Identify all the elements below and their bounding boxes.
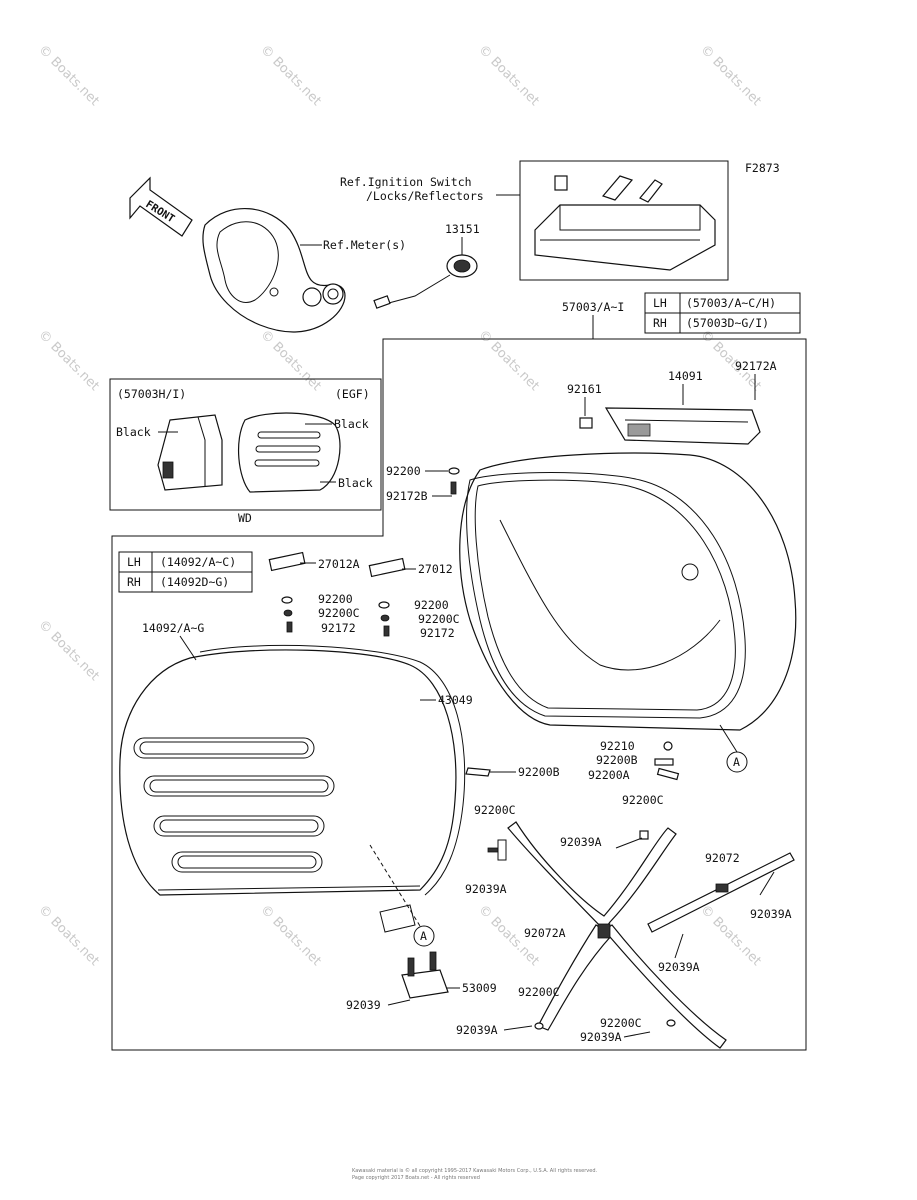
- assembly-side-table: LH (57003/A~C/H) RH (57003D~G/I): [644, 292, 801, 334]
- fairing-illustration: [202, 207, 346, 333]
- lid-table-side: RH: [127, 575, 141, 589]
- assembly-table-code: (57003/A~C/H): [686, 296, 776, 310]
- fasteners-left: [281, 596, 293, 633]
- watermark: © Boats.net: [697, 42, 764, 109]
- power-socket-13151: [373, 254, 478, 309]
- part-label-92039a-f: 92039A: [580, 1030, 622, 1044]
- callout-a-left: [413, 925, 435, 947]
- part-label-92161: 92161: [567, 382, 602, 396]
- footer-line-2: Page copyright 2017 Boats.net - All righ…: [352, 1175, 480, 1181]
- part-92161: [579, 417, 593, 429]
- watermark: © Boats.net: [35, 617, 102, 684]
- part-label-92200b-right: 92200B: [596, 753, 638, 767]
- footer-line-1: Kawasaki material is © all copyright 199…: [352, 1167, 597, 1174]
- part-label-92072a: 92072A: [524, 926, 566, 940]
- watermark: © Boats.net: [475, 327, 542, 394]
- watermark: © Boats.net: [257, 327, 324, 394]
- part-label-14092: 14092/A~G: [142, 621, 204, 635]
- part-label-92200b-center: 92200B: [518, 765, 560, 779]
- lid-table-code: (14092/A~C): [160, 555, 236, 569]
- inset-header-left: (57003H/I): [117, 387, 186, 401]
- hinge-plate-27012a: [268, 551, 306, 572]
- part-label-92200c-left: 92200C: [318, 606, 360, 620]
- callout-a-label: A: [733, 755, 740, 769]
- saddlebag-lid: [119, 644, 466, 933]
- part-label-92200c-c: 92200C: [518, 985, 560, 999]
- inset-caption: WD: [238, 511, 252, 525]
- watermark: © Boats.net: [35, 902, 102, 969]
- saddlebag-case: [459, 452, 797, 731]
- hinge-plate-27012: [368, 557, 406, 578]
- inset-black-right-bottom: Black: [338, 476, 373, 490]
- watermark: © Boats.net: [475, 42, 542, 109]
- part-label-92039a-e: 92039A: [456, 1023, 498, 1037]
- part-label-27012a: 27012A: [318, 557, 360, 571]
- part-label-92200-top: 92200: [386, 464, 421, 478]
- watermark: © Boats.net: [257, 42, 324, 109]
- inset-header-right: (EGF): [335, 387, 370, 401]
- retaining-straps: [507, 821, 795, 1049]
- part-label-92200-left: 92200: [318, 592, 353, 606]
- ignition-reference-box: [519, 160, 729, 281]
- strap-fasteners: [487, 830, 775, 959]
- inset-black-right-top: Black: [334, 417, 369, 431]
- figure-code: F2873: [745, 161, 780, 175]
- part-label-92200c-a: 92200C: [474, 803, 516, 817]
- part-label-92172-left: 92172: [321, 621, 356, 635]
- lid-table-code: (14092D~G): [160, 575, 229, 589]
- ref-meter-label: Ref.Meter(s): [323, 238, 406, 252]
- assembly-label: 57003/A~I: [562, 300, 624, 314]
- lid-table-side: LH: [127, 555, 141, 569]
- watermark: © Boats.net: [35, 327, 102, 394]
- inset-black-left: Black: [116, 425, 151, 439]
- part-label-92172-right: 92172: [420, 626, 455, 640]
- part-label-92039a-d: 92039A: [658, 960, 700, 974]
- part-label-92039a-c: 92039A: [750, 907, 792, 921]
- part-label-92210: 92210: [600, 739, 635, 753]
- part-label-92200c-d: 92200C: [600, 1016, 642, 1030]
- ignition-assembly: [534, 175, 716, 271]
- part-label-92200c-right: 92200C: [418, 612, 460, 626]
- part-label-92039a-b: 92039A: [465, 882, 507, 896]
- ref-ignition-line1: Ref.Ignition Switch: [340, 175, 472, 189]
- part-label-53009: 53009: [462, 981, 497, 995]
- part-label-43049: 43049: [438, 693, 473, 707]
- part-label-92072: 92072: [705, 851, 740, 865]
- watermark: © Boats.net: [257, 902, 324, 969]
- case-handle-14091: [604, 407, 761, 445]
- part-label-92200a: 92200A: [588, 768, 630, 782]
- part-label-13151: 13151: [445, 222, 480, 236]
- assembly-table-code: (57003D~G/I): [686, 316, 769, 330]
- ref-ignition-line2: /Locks/Reflectors: [366, 189, 484, 203]
- part-label-92200c-b: 92200C: [622, 793, 664, 807]
- part-label-92172a: 92172A: [735, 359, 777, 373]
- bracket-53009: [401, 951, 449, 999]
- callout-a-label: A: [420, 929, 427, 943]
- part-label-14091: 14091: [668, 369, 703, 383]
- part-label-92172b: 92172B: [386, 489, 428, 503]
- part-label-92200-right: 92200: [414, 598, 449, 612]
- part-label-27012: 27012: [418, 562, 453, 576]
- latch-hardware: [465, 741, 680, 781]
- front-arrow-icon: FRONT: [129, 176, 193, 237]
- assembly-table-side: LH: [653, 296, 667, 310]
- main-frame: [111, 338, 807, 1051]
- lid-side-table: LH (14092/A~C) RH (14092D~G): [118, 551, 253, 593]
- watermark: © Boats.net: [35, 42, 102, 109]
- fasteners-right: [378, 601, 390, 637]
- part-label-92039a-a: 92039A: [560, 835, 602, 849]
- part-label-92039: 92039: [346, 998, 381, 1012]
- color-variant-inset: (57003H/I) (EGF) Black Black Black WD: [109, 378, 382, 525]
- assembly-table-side: RH: [653, 316, 667, 330]
